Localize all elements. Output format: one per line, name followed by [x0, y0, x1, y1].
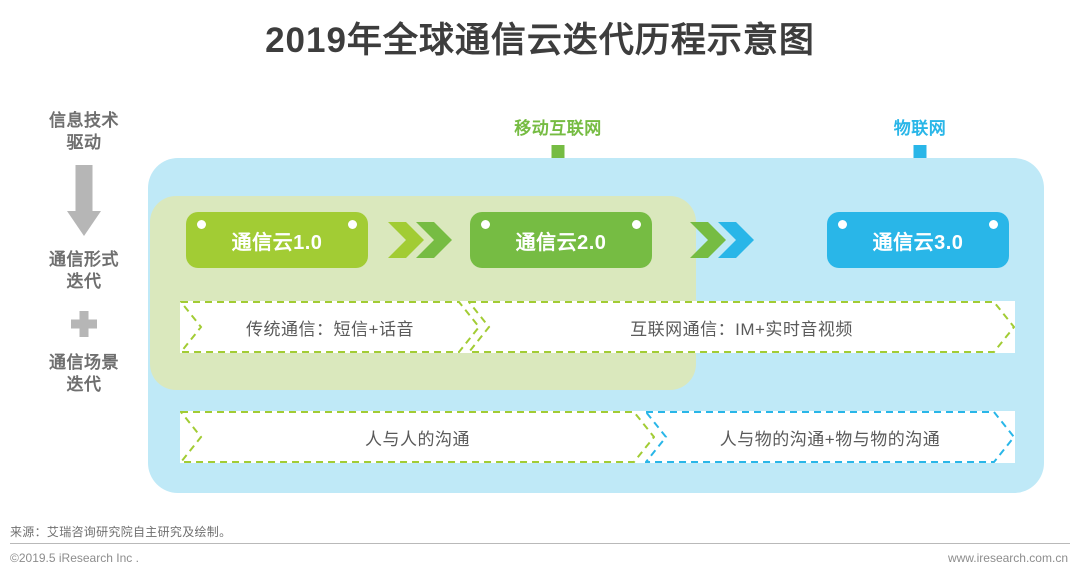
chevron-pair-icon: [688, 220, 764, 260]
copyright-text: ©2019.5 iResearch Inc .: [10, 551, 139, 565]
corner-dot-icon: [632, 220, 641, 229]
ribbon-shape: [645, 411, 1015, 463]
stage-box-cloud-2-label: 通信云2.0: [515, 231, 607, 254]
stage-box-cloud-1[interactable]: 通信云1.0: [186, 212, 368, 268]
left-label-form-line2: 迭代: [66, 272, 102, 292]
chevron-pair-svg: [388, 222, 452, 258]
left-label-scene-iteration: 通信场景 迭代: [24, 352, 144, 397]
form-ribbon-internet: 互联网通信：IM+实时音视频: [468, 301, 1015, 353]
scene-ribbon-thing-communication-label: 人与物的沟通+物与物的沟通: [719, 429, 941, 449]
left-label-driver-line2: 驱动: [66, 133, 102, 153]
source-note: 来源：艾瑞咨询研究院自主研究及绘制。: [10, 525, 232, 539]
ribbon-shape: [468, 301, 1015, 353]
stage-box-cloud-2[interactable]: 通信云2.0: [470, 212, 652, 268]
left-label-scene-line2: 迭代: [66, 375, 102, 395]
left-label-driver-line1: 信息技术: [49, 111, 119, 130]
left-label-driver: 信息技术 驱动: [24, 110, 144, 155]
corner-dot-icon: [481, 220, 490, 229]
form-ribbon-internet-label: 互联网通信：IM+实时音视频: [630, 319, 853, 339]
arrow-head: [67, 210, 101, 236]
callout-iot-label: 物联网: [893, 119, 947, 138]
left-label-form-iteration: 通信形式 迭代: [24, 249, 144, 294]
chevron-pair-icon: [386, 220, 462, 260]
callout-mobile-internet-label: 移动互联网: [514, 119, 602, 138]
plus-icon: [24, 304, 144, 344]
down-arrow-icon: [24, 164, 144, 237]
form-ribbon-traditional: 传统通信：短信+话音: [180, 301, 480, 353]
corner-dot-icon: [197, 220, 206, 229]
plus-bar-vertical: [79, 310, 89, 337]
stage-box-cloud-1-label: 通信云1.0: [231, 231, 323, 254]
stage-box-cloud-3[interactable]: 通信云3.0: [827, 212, 1009, 268]
scene-ribbon-thing-communication: 人与物的沟通+物与物的沟通: [645, 411, 1015, 463]
corner-dot-icon: [838, 220, 847, 229]
footer-divider: [10, 543, 1070, 544]
scene-ribbon-person-to-person: 人与人的沟通: [180, 411, 655, 463]
corner-dot-icon: [989, 220, 998, 229]
corner-dot-icon: [348, 220, 357, 229]
website-text: www.iresearch.com.cn: [947, 551, 1068, 565]
stage-box-cloud-3-label: 通信云3.0: [872, 231, 964, 254]
left-label-form-line1: 通信形式: [49, 249, 119, 269]
ribbon-shape: [180, 411, 655, 463]
left-label-scene-line1: 通信场景: [49, 352, 119, 372]
chevron-pair-svg: [690, 222, 754, 258]
page-title: 2019年全球通信云迭代历程示意图: [265, 21, 815, 60]
ribbon-shape: [180, 301, 480, 353]
form-ribbon-traditional-label: 传统通信：短信+话音: [246, 319, 414, 339]
left-axis-column: 信息技术 驱动 通信形式 迭代 通信场景 迭代: [24, 110, 144, 397]
scene-ribbon-person-to-person-label: 人与人的沟通: [365, 429, 470, 449]
arrow-shaft: [75, 164, 93, 213]
